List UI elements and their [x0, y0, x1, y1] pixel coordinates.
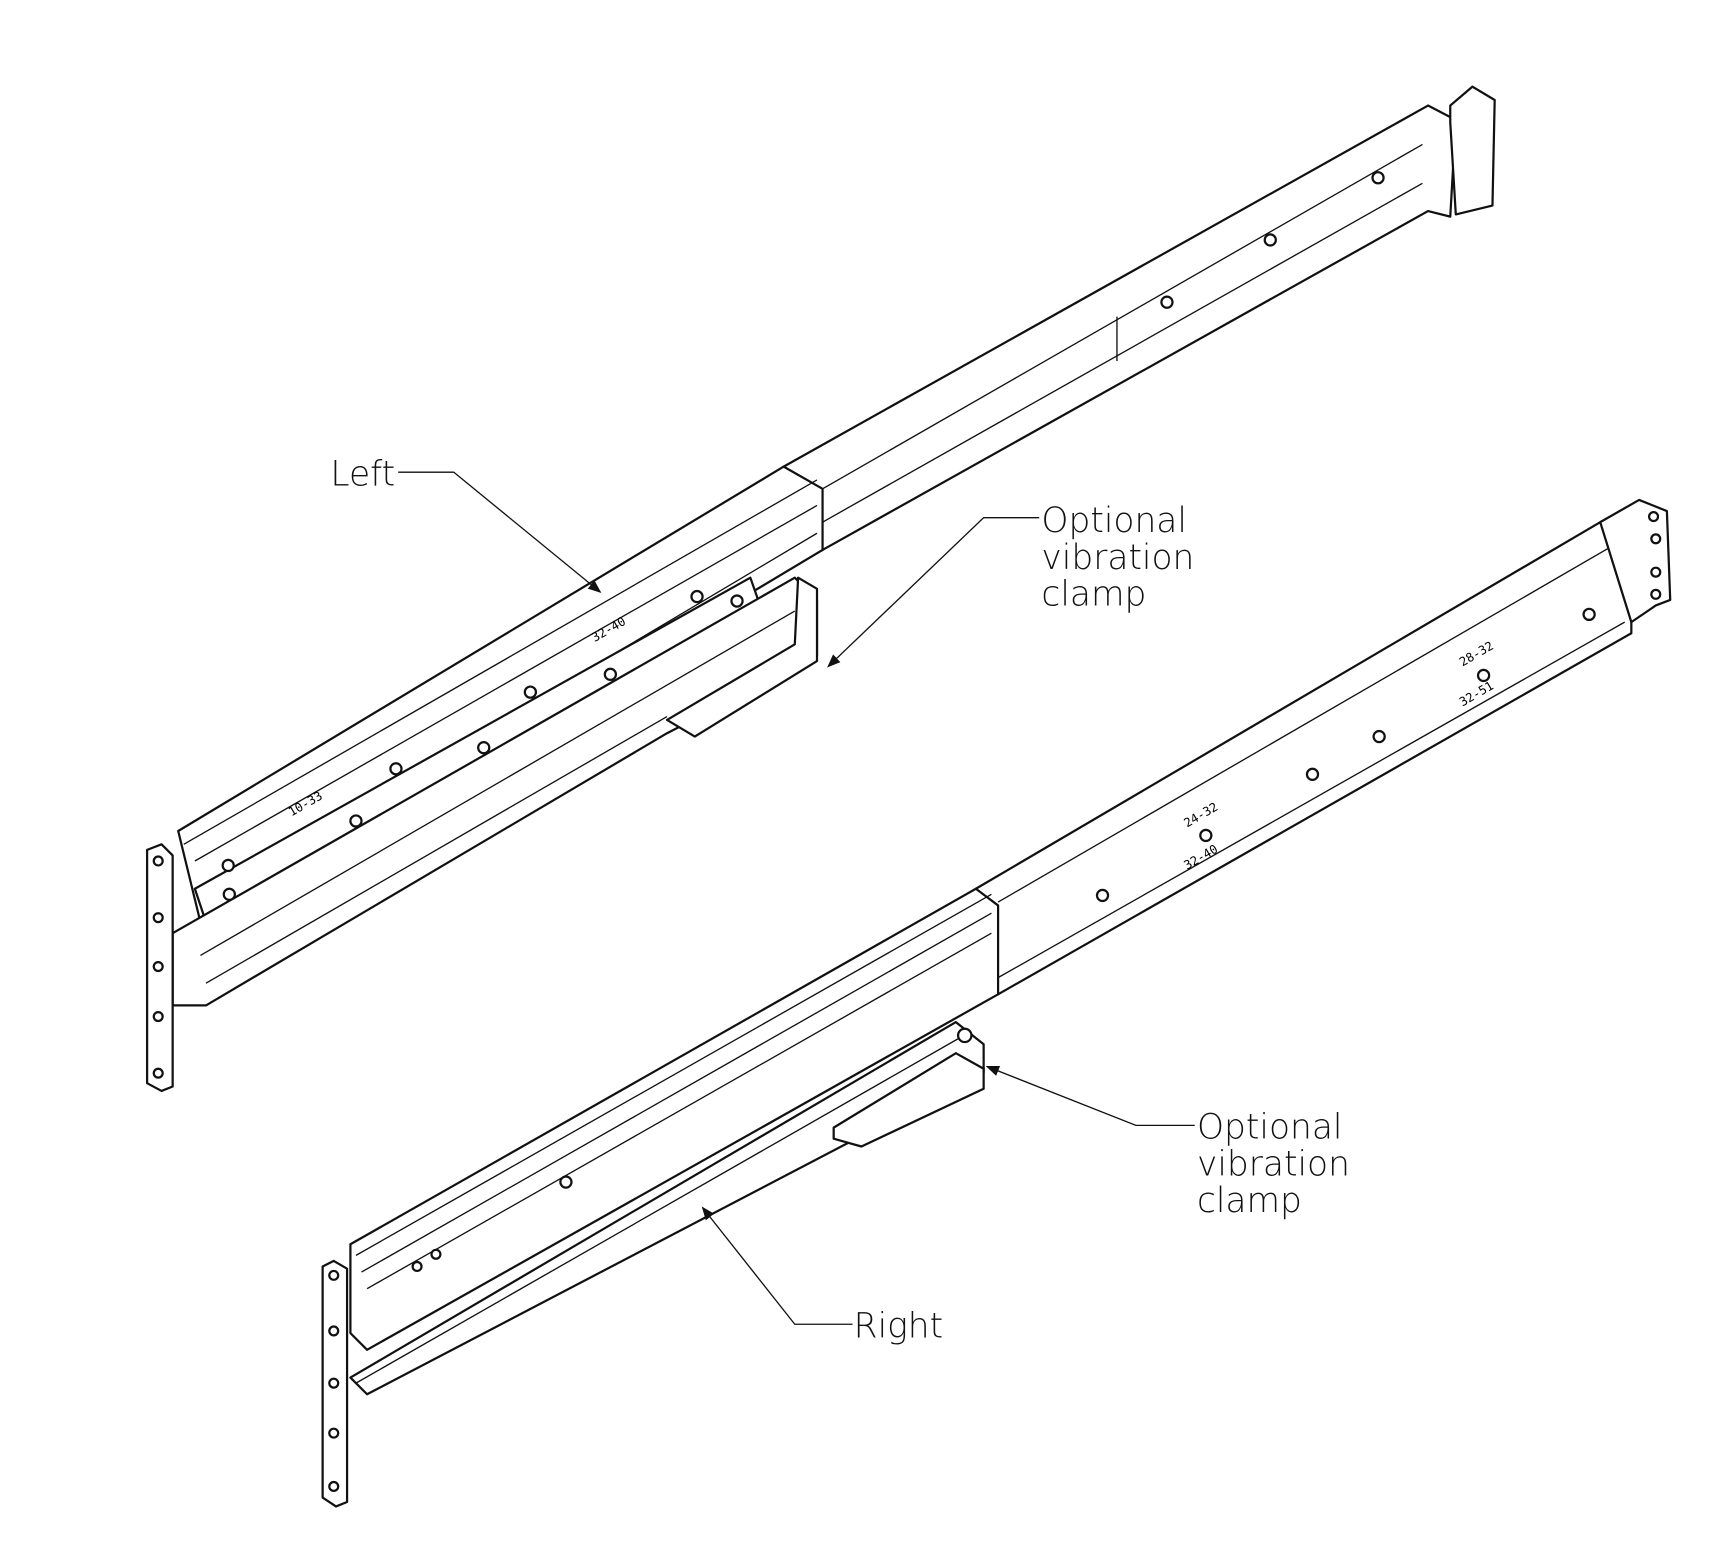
clamp-top-label-line-2: vibration [1041, 538, 1194, 578]
right-label: Right [854, 1307, 943, 1347]
clamp-top-label-line-1: Optional [1041, 501, 1187, 541]
left-label: Left [330, 454, 395, 494]
clamp-bottom-label-line-2: vibration [1197, 1144, 1350, 1184]
clamp-bottom-label-line-3: clamp [1197, 1181, 1302, 1221]
clamp-top-label-line-3: clamp [1041, 574, 1146, 614]
clamp-bottom-label-line-1: Optional [1197, 1108, 1343, 1148]
clamp-top-leader-line [827, 517, 1040, 668]
right-leader-line [701, 1206, 853, 1325]
left-leader-line [398, 471, 602, 593]
left-rail: 10-33 32-40 [145, 85, 1496, 1093]
right-rail: 24-32 32-40 28-32 32-51 [321, 498, 1672, 1508]
clamp-bottom-leader-line [985, 1065, 1195, 1127]
